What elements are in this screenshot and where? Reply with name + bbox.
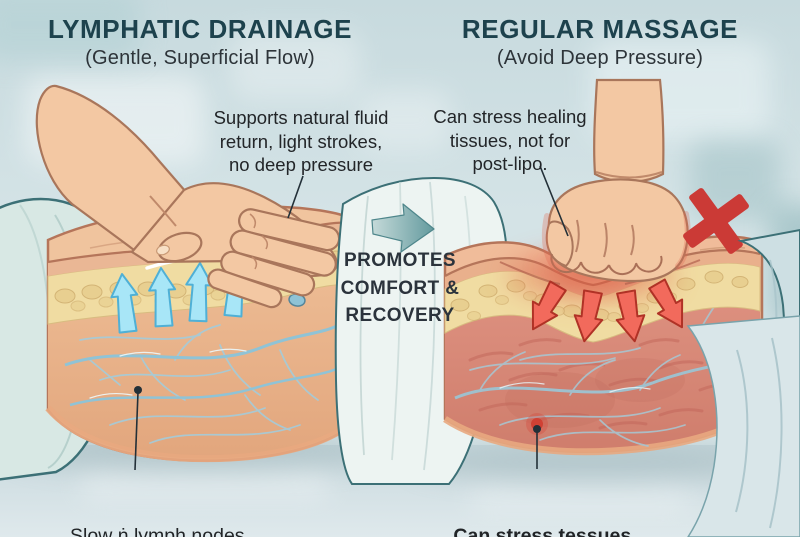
not-allowed-x-icon: [683, 188, 749, 254]
right-bottom-annotation: Can stress tessues, not for post-lipo.: [453, 525, 637, 537]
draped-cloth-bottom-right: [686, 315, 800, 537]
right-top-annotation: Can stress healing tissues, not for post…: [433, 106, 587, 174]
left-subtitle: (Gentle, Superficial Flow): [85, 47, 315, 69]
flow-arrow-icon: [371, 203, 435, 253]
left-bottom-annotation: Slow ṅ lymph nodes, just groin lymph nod…: [70, 525, 250, 537]
deep-pressure-down-arrows-icon: [531, 278, 684, 343]
right-subtitle: (Avoid Deep Pressure): [496, 47, 704, 69]
massaging-hand-left: [35, 84, 341, 309]
right-illustration-regular-massage: [443, 78, 800, 537]
fat-lobules-right: [450, 270, 749, 327]
callout-line-right-top: [539, 165, 569, 237]
lymph-vessel-network-left: [64, 251, 353, 444]
callout-line-left-bottom: [134, 391, 139, 471]
left-illustration-lymphatic-drainage: [0, 84, 359, 481]
center-benefit-label: PROMOTES COMFORT & RECOVERY: [340, 250, 460, 326]
left-panel-header: LYMPHATIC DRAINAGE (Gentle, Superficial …: [0, 14, 400, 70]
torso-cross-section-right: [443, 235, 765, 456]
pressing-fist-right: [541, 78, 691, 283]
left-top-annotation: Supports natural fluid return, light str…: [213, 107, 389, 175]
right-title: REGULAR MASSAGE: [461, 14, 739, 44]
callout-line-left-top: [287, 175, 304, 219]
right-panel-header: REGULAR MASSAGE (Avoid Deep Pressure): [400, 14, 800, 70]
callout-lines: [134, 165, 569, 471]
left-title: LYMPHATIC DRAINAGE: [47, 14, 353, 44]
